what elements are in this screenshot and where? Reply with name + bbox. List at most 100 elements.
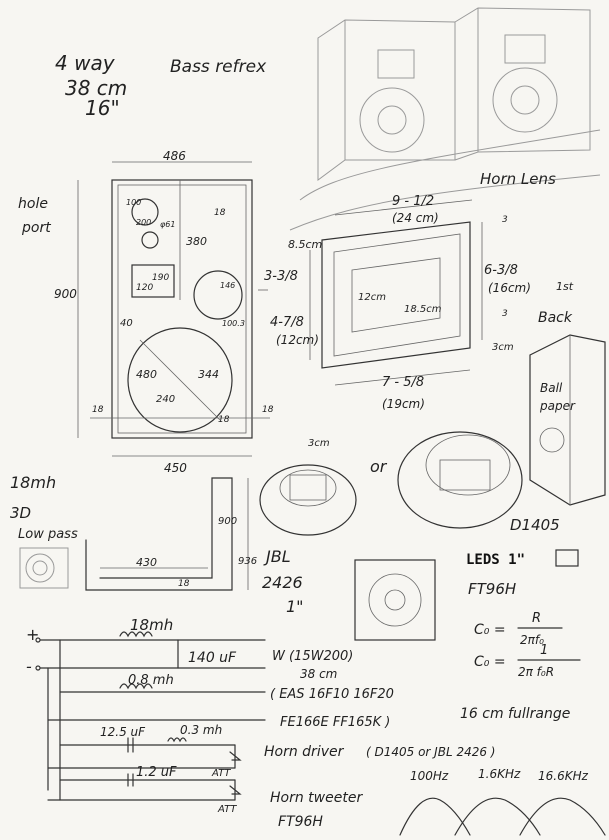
horn-dim-478: 4-7/8: [270, 315, 304, 330]
crossover-l1: 18mh: [130, 616, 173, 634]
horn-width2-inch: 7 - 5/8: [382, 375, 424, 390]
horn-tweeter-model: FT96H: [278, 814, 323, 830]
hole-port-label-1: hole: [18, 196, 48, 212]
dim-width-bottom: 450: [164, 461, 187, 475]
dim-380: 380: [186, 235, 207, 248]
dim-port-dia: φ61: [160, 220, 175, 229]
formula-1-den: 2πf₀: [520, 633, 544, 647]
lowpass-inductance: 18mh: [10, 473, 56, 492]
dim-100-3: 100.3: [222, 319, 245, 328]
dim-height: 900: [54, 287, 77, 301]
woofer-size: 38 cm: [300, 667, 337, 681]
crossover-schematic: [35, 631, 266, 801]
fullrange-models-2: FE166E FF165K ): [280, 715, 390, 730]
horn-back-label: Back: [538, 310, 573, 326]
horn-dim-338: 3-3/8: [264, 269, 298, 284]
horn-inner-12: 12cm: [358, 292, 386, 303]
dim-430: 430: [136, 556, 157, 569]
jbl-driver-sketch: [259, 464, 357, 536]
horn-tweeter-label: Horn tweeter: [270, 790, 363, 806]
horn-dim-85: 8.5cm: [288, 238, 322, 251]
ball-paper-label-1: Ball: [540, 381, 563, 395]
dim-40: 40: [120, 318, 133, 329]
dim-18-left: 18: [92, 405, 104, 415]
dim-18-top: 18: [214, 208, 226, 218]
dim-section-18: 18: [178, 579, 190, 589]
d1405-label: D1405: [510, 516, 560, 534]
horn-front-label: 1st: [556, 280, 574, 293]
dim-18-bottom: 18: [218, 415, 230, 425]
horn-width-cm: (24 cm): [392, 211, 439, 225]
horn-width2-cm: (19cm): [382, 397, 425, 411]
jbl-size-label: 1": [286, 597, 304, 616]
formula-2-den: 2π f₀R: [518, 665, 554, 679]
horn-depth-3cm: 3cm: [308, 438, 330, 449]
horn-dim-12cm: (12cm): [276, 333, 319, 347]
config-line2: 38 cm: [65, 76, 127, 100]
formula-2-num: 1: [540, 643, 548, 658]
horn-depth-small-1: 3: [502, 215, 508, 225]
crossover-c3: 1.2 uF: [136, 765, 177, 780]
formula-1-num: R: [532, 611, 541, 626]
horn-lens-sketch: [309, 199, 483, 386]
crossover-plus: +: [26, 625, 39, 644]
formula-1: C₀ = R 2πf₀: [474, 611, 563, 647]
d1405-driver-sketch: [397, 431, 523, 529]
dim-section-900: 900: [218, 516, 237, 527]
crossover-l3: 0.3 mh: [180, 723, 222, 737]
horn-depth-3cm-2: 3cm: [492, 342, 514, 353]
att-label-1: ATT: [211, 768, 231, 779]
crossover-freq-2: 1.6KHz: [478, 767, 521, 781]
jbl-model-label: JBL: [263, 547, 291, 566]
horn-inner-185: 18.5cm: [404, 304, 442, 315]
leds-icon: [555, 549, 579, 567]
formula-1-lhs: C₀ =: [474, 622, 506, 638]
cabinet-front-view: [77, 161, 270, 457]
dim-section-936: 936: [238, 556, 257, 567]
config-line1: 4 way: [55, 51, 116, 75]
fullrange-models-1: ( EAS 16F10 16F20: [270, 687, 394, 702]
hole-port-label-2: port: [21, 220, 51, 236]
dim-480: 480: [136, 368, 157, 381]
jbl-number-label: 2426: [262, 573, 303, 592]
dim-120: 120: [136, 283, 153, 293]
leds-label: LEDS 1": [466, 552, 525, 568]
dim-146: 146: [220, 281, 235, 290]
fullrange-description: 16 cm fullrange: [460, 706, 570, 722]
horn-driver-label: Horn driver: [264, 744, 345, 760]
woofer-label: W (15W200): [272, 649, 353, 664]
dim-344: 344: [198, 368, 219, 381]
config-line3: 16": [85, 96, 120, 120]
dim-port-100: 100: [126, 198, 141, 207]
dim-port-200: 200: [136, 218, 151, 227]
ft96h-driver-sketch: [354, 559, 436, 641]
dim-240: 240: [156, 394, 175, 405]
dim-190: 190: [152, 273, 169, 283]
crossover-c2: 12.5 uF: [100, 725, 146, 739]
dim-18-right: 18: [262, 405, 274, 415]
horn-depth-small-2: 3: [502, 309, 508, 319]
horn-height-cm: (16cm): [488, 281, 531, 295]
enclosure-type: Bass refrex: [170, 57, 267, 77]
cabinet-section-view: [85, 477, 249, 591]
formula-2-lhs: C₀ =: [474, 654, 506, 670]
dim-width-top: 486: [163, 149, 186, 163]
crossover-response-curves: [399, 797, 606, 836]
horn-driver-models: ( D1405 or JBL 2426 ): [366, 745, 496, 759]
ball-paper-label-2: paper: [539, 399, 576, 413]
lowpass-3d: 3D: [10, 504, 31, 522]
crossover-freq-1: 100Hz: [410, 769, 449, 783]
crossover-l2: 0.8 mh: [128, 673, 174, 688]
horn-box-sketch: [529, 334, 606, 506]
att-label-2: ATT: [217, 804, 237, 815]
lowpass-coil-sketch: [19, 547, 69, 589]
speaker-sketch: [289, 7, 601, 231]
horn-height-inch: 6-3/8: [484, 263, 518, 278]
crossover-c1: 140 uF: [188, 650, 237, 666]
or-label: or: [370, 457, 388, 476]
crossover-minus: -: [26, 657, 32, 676]
horn-width-inch: 9 - 1/2: [392, 194, 434, 209]
ft96h-label: FT96H: [468, 580, 516, 598]
